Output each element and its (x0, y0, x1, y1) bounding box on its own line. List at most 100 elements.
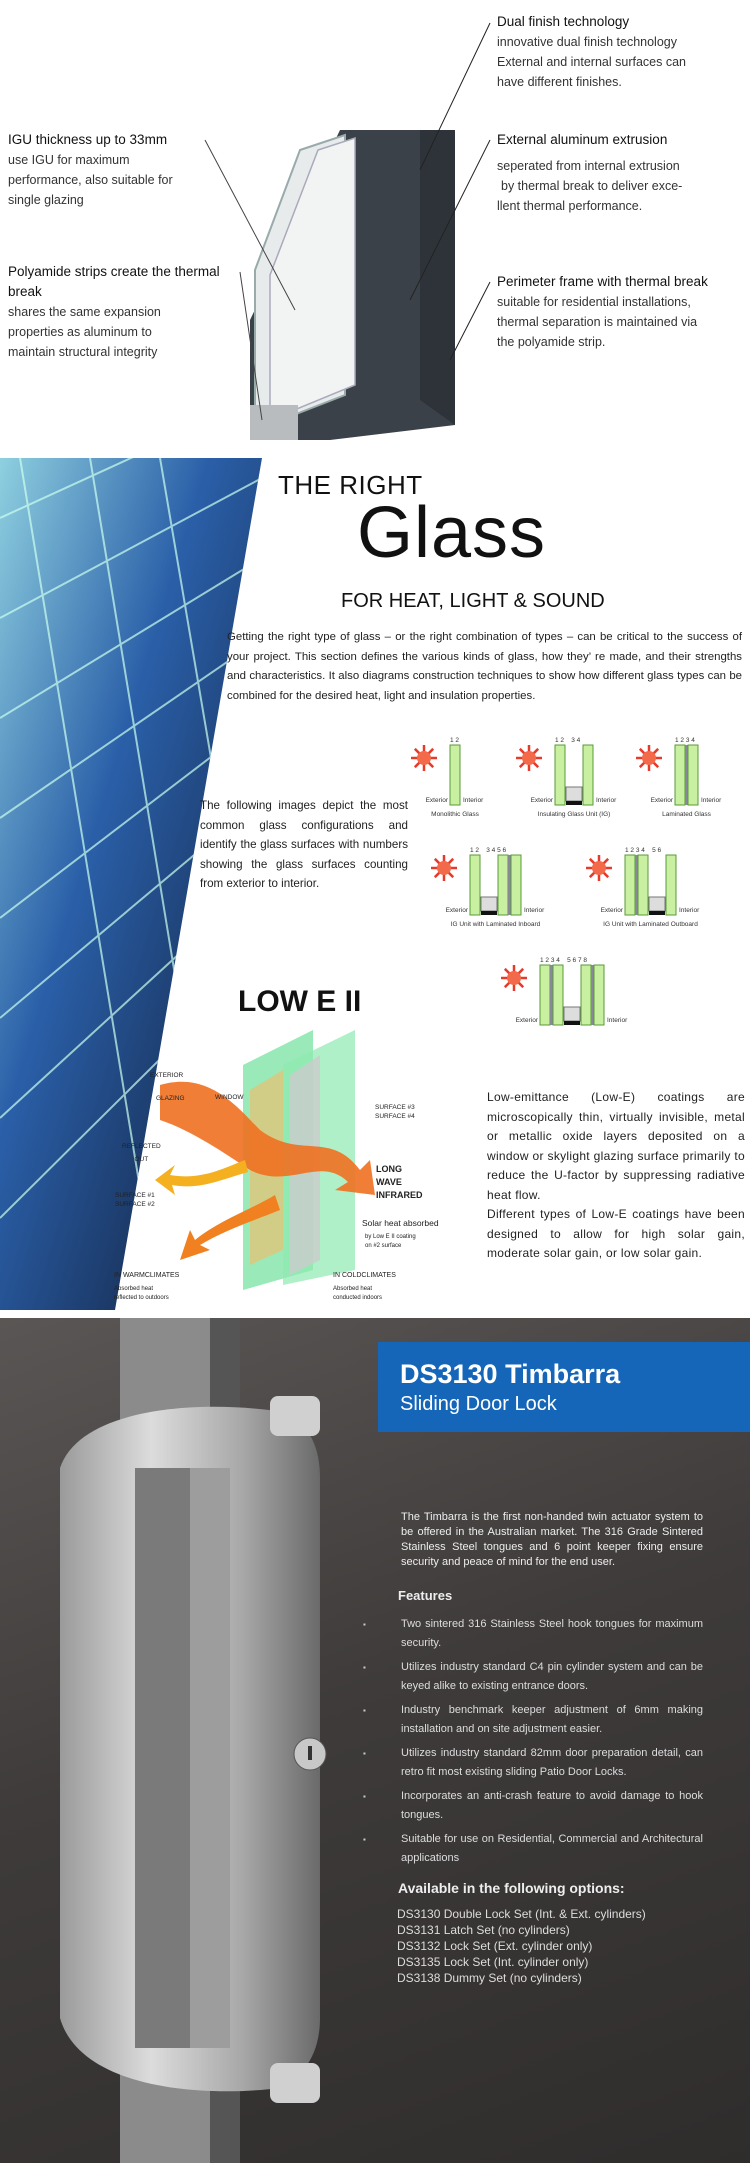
glass-section: THE RIGHT Glass FOR HEAT, LIGHT & SOUND … (0, 440, 750, 1310)
laminate-interlayer (550, 965, 553, 1025)
config-name: Insulating Glass Unit (IG) (538, 811, 611, 818)
glass-pane (624, 854, 636, 916)
label-title: IGU thickness up to 33mm (8, 132, 168, 147)
low-e-title: LOW E II (238, 985, 362, 1018)
feature-item: Utilizes industry standard C4 pin cylind… (363, 1658, 703, 1696)
title-the-right: THE RIGHT (278, 470, 423, 500)
cold-sub-2: conducted indoors (333, 1295, 383, 1301)
options-heading: Available in the following options: (398, 1880, 625, 1896)
config-name: Laminated Glass (662, 811, 712, 818)
warm-climates-sub: Absorbed heat reflected to outdoors (114, 1285, 169, 1303)
building-facade-image (0, 458, 262, 1310)
glass-pane (674, 744, 686, 806)
glass-pane (510, 854, 522, 916)
interior-label: Interior (679, 907, 700, 914)
solar-sub-1: by Low E II coating (365, 1234, 416, 1240)
label-title: External aluminum extrusion (497, 132, 668, 147)
feature-item: Utilizes industry standard 82mm door pre… (363, 1744, 703, 1782)
solar-heat-label: Solar heat absorbed (362, 1218, 439, 1228)
glass-pane (539, 964, 551, 1026)
laminate-interlayer (635, 855, 638, 915)
exterior-label: Exterior (531, 797, 554, 804)
spacer (565, 786, 583, 802)
sun-icon (516, 745, 542, 771)
low-e-diagram: LOW E II EXTERIOR GLAZING WINDOW SURFACE… (100, 960, 480, 1310)
surface-4-label: SURFACE #4 (375, 1113, 415, 1120)
glass-pane (449, 744, 461, 806)
label-text: single glazing (8, 193, 84, 207)
reflected-text: REFLECTED (122, 1143, 161, 1150)
laminate-interlayer (591, 965, 594, 1025)
window-frame-illustration (204, 22, 491, 440)
surface-numbers: 1 2 3 4 5 6 (625, 847, 662, 854)
config-name: IG Unit with Laminated Inboard (451, 921, 541, 928)
option-item: DS3131 Latch Set (no cylinders) (397, 1923, 570, 1937)
spacer (648, 896, 666, 912)
lw-1: LONG (376, 1164, 402, 1174)
exterior-label: EXTERIOR (150, 1072, 184, 1079)
label-title: Dual finish technology (497, 14, 630, 29)
cold-climates-sub: Absorbed heat conducted indoors (333, 1285, 382, 1303)
title-subtitle: FOR HEAT, LIGHT & SOUND (341, 590, 605, 612)
option-item: DS3132 Lock Set (Ext. cylinder only) (397, 1939, 593, 1953)
label-polyamide: Polyamide strips create the thermal brea… (8, 262, 238, 362)
product-subtitle: Sliding Door Lock (400, 1393, 557, 1415)
surface-3-4-labels: SURFACE #3 SURFACE #4 (375, 1103, 415, 1121)
surface-numbers: 1 2 3 4 5 6 7 8 (540, 957, 587, 964)
label-text: by thermal break to deliver exce- (501, 179, 683, 193)
exterior-label: Exterior (601, 907, 624, 914)
lw-2: WAVE (376, 1177, 402, 1187)
door-handle-image (60, 1318, 327, 2163)
option-item: DS3130 Double Lock Set (Int. & Ext. cyli… (397, 1907, 646, 1921)
images-note: The following images depict the most com… (200, 799, 408, 890)
surface-numbers: 1 2 3 4 5 6 (470, 847, 507, 854)
low-e-illustration (155, 1030, 375, 1290)
options-list: DS3130 Double Lock Set (Int. & Ext. cyli… (397, 1906, 646, 1986)
interior-label: Interior (596, 797, 617, 804)
features-list: Two sintered 316 Stainless Steel hook to… (363, 1615, 703, 1873)
sun-icon (586, 855, 612, 881)
label-igu: IGU thickness up to 33mm use IGU for max… (8, 130, 228, 210)
product-title: DS3130 Timbarra (400, 1359, 621, 1389)
product-title-box: DS3130 Timbarra Sliding Door Lock (378, 1342, 750, 1432)
surface-numbers: 1 2 3 4 (675, 737, 695, 744)
exterior-label: Exterior (426, 797, 449, 804)
glass-pane (593, 964, 605, 1026)
label-dual-finish: Dual finish technology innovative dual f… (497, 12, 686, 92)
surface-3-label: SURFACE #3 (375, 1104, 415, 1111)
label-text: shares the same expansion (8, 305, 161, 319)
low-e-description: Low-emittance (Low-E) coatings are micro… (487, 1088, 745, 1264)
sun-icon (411, 745, 437, 771)
spacer (480, 896, 498, 912)
glass-pane (637, 854, 649, 916)
warm-sub-1: Absorbed heat (114, 1286, 154, 1292)
frame-section: Dual finish technology innovative dual f… (0, 0, 750, 440)
glass-config: 1 2 3 4 5 6 Exterior Interior IG Unit with … (586, 847, 700, 928)
label-text: External and internal surfaces can (497, 55, 686, 69)
glass-pane (582, 744, 594, 806)
glass-pane (552, 964, 564, 1026)
config-name: IG Unit with Laminated Outboard (603, 921, 698, 928)
label-text: suitable for residential installations, (497, 295, 691, 309)
config-name: Monolithic Glass (431, 811, 479, 818)
cold-sub-1: Absorbed heat (333, 1286, 373, 1292)
glazing-label: GLAZING (156, 1095, 185, 1102)
glass-pane (687, 744, 699, 806)
low-e-paragraph-2: Different types of Low-E coatings have b… (487, 1207, 745, 1260)
feature-item: Industry benchmark keeper adjustment of … (363, 1701, 703, 1739)
laminate-interlayer (685, 745, 688, 805)
warm-sub-2: reflected to outdoors (114, 1295, 169, 1301)
label-perimeter: Perimeter frame with thermal break suita… (497, 272, 708, 352)
surface-numbers: 1 2 3 4 (555, 737, 581, 744)
sun-icon (501, 965, 527, 991)
label-text: use IGU for maximum (8, 153, 130, 167)
label-title: Polyamide strips create the thermal brea… (8, 264, 220, 299)
label-text: maintain structural integrity (8, 345, 158, 359)
interior-label: Interior (524, 907, 545, 914)
label-title: Perimeter frame with thermal break (497, 274, 708, 289)
